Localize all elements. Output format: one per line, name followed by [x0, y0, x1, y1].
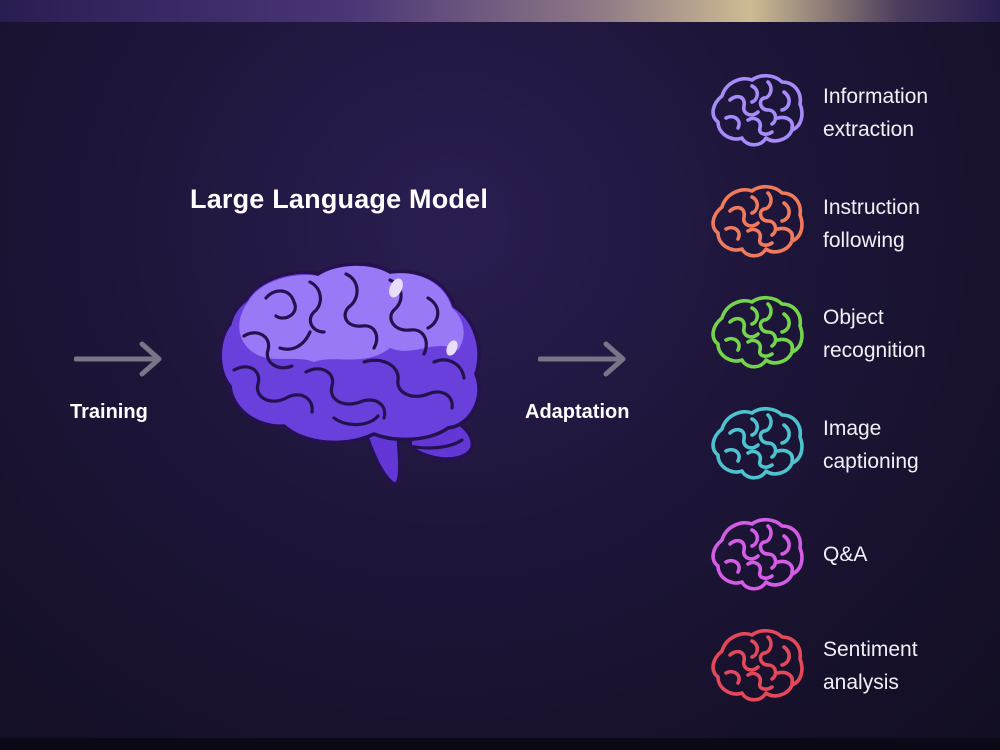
- training-label: Training: [70, 401, 148, 423]
- application-label: Image captioning: [823, 417, 919, 473]
- application-item: Sentiment analysis: [706, 625, 986, 715]
- adaptation-label: Adaptation: [525, 401, 630, 423]
- brain-outline-icon: [711, 628, 804, 702]
- brain-outline-icon: [711, 184, 804, 258]
- application-item: Q&A: [706, 514, 986, 604]
- application-label: Instruction following: [823, 196, 920, 252]
- diagram-title: Large Language Model: [190, 184, 489, 214]
- application-label: Information extraction: [823, 85, 929, 141]
- application-item: Information extraction: [706, 70, 986, 160]
- application-item: Image captioning: [706, 403, 986, 493]
- main-brain-icon: [218, 262, 481, 486]
- application-label: Sentiment analysis: [823, 638, 918, 694]
- training-arrow-icon: [74, 341, 162, 377]
- application-label: Q&A: [823, 543, 868, 566]
- top-decorative-strip: [0, 0, 1000, 22]
- application-label: Object recognition: [823, 306, 926, 362]
- application-item: Object recognition: [706, 292, 986, 382]
- bottom-decorative-strip: [0, 738, 1000, 750]
- brain-outline-icon: [711, 73, 804, 147]
- brain-outline-icon: [711, 406, 804, 480]
- brain-outline-icon: [711, 517, 804, 591]
- adaptation-arrow-icon: [538, 341, 626, 377]
- brain-outline-icon: [711, 295, 804, 369]
- application-item: Instruction following: [706, 181, 986, 271]
